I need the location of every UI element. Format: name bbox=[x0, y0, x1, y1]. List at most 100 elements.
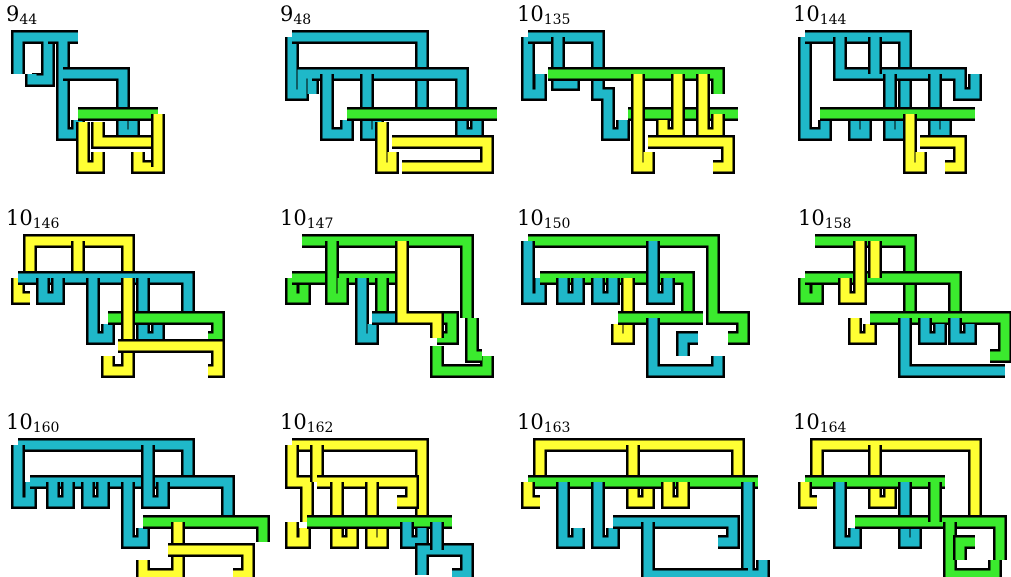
knot-diagram-k10_135 bbox=[521, 30, 738, 174]
band-fill bbox=[523, 482, 540, 507]
band-fill bbox=[377, 278, 457, 343]
band-fill bbox=[528, 236, 748, 343]
knot-diagram-k9_44 bbox=[11, 30, 165, 174]
band-fill bbox=[800, 482, 817, 507]
knot-crossing-number: 10 bbox=[280, 206, 307, 230]
band-fill bbox=[905, 114, 925, 172]
band-fill bbox=[800, 278, 822, 303]
band-fill bbox=[417, 545, 472, 577]
knot-table-index: 160 bbox=[32, 420, 60, 436]
band-fill bbox=[900, 482, 920, 547]
band-fill bbox=[593, 278, 618, 303]
knot-table-index: 163 bbox=[543, 420, 571, 436]
band-fill bbox=[138, 278, 163, 343]
band-fill bbox=[955, 537, 975, 560]
knot-label-k10_164: 10164 bbox=[793, 410, 847, 436]
band-fill bbox=[168, 545, 253, 577]
band-fill bbox=[698, 74, 723, 139]
band-fill bbox=[628, 445, 653, 507]
band-fill bbox=[108, 313, 223, 343]
band-fill bbox=[930, 74, 950, 139]
band-fill bbox=[613, 517, 738, 547]
band-fill bbox=[287, 37, 317, 99]
band-fill bbox=[78, 122, 103, 172]
band-fill bbox=[118, 341, 223, 376]
band-fill bbox=[840, 241, 865, 303]
knot-crossing-number: 9 bbox=[6, 2, 20, 26]
band-outline bbox=[312, 67, 484, 141]
knot-label-k10_147: 10147 bbox=[280, 206, 333, 232]
band-fill bbox=[558, 278, 583, 303]
knot-crossing-number: 10 bbox=[517, 2, 544, 26]
knot-table-index: 146 bbox=[32, 216, 60, 232]
knot-label-k10_150: 10150 bbox=[517, 206, 571, 232]
knot-table-index: 164 bbox=[819, 420, 847, 436]
band-fill bbox=[367, 482, 387, 547]
knot-label-k10_135: 10135 bbox=[517, 2, 571, 28]
band-fill bbox=[835, 37, 980, 99]
band-fill bbox=[648, 241, 673, 303]
knot-crossing-number: 10 bbox=[793, 410, 820, 434]
band-fill bbox=[870, 445, 895, 507]
band-fill bbox=[322, 74, 352, 139]
band-fill bbox=[613, 278, 633, 343]
knot-diagram-k10_144 bbox=[798, 30, 982, 174]
band-fill bbox=[850, 318, 875, 343]
band-fill bbox=[633, 74, 653, 172]
band-fill bbox=[528, 32, 628, 139]
knot-table-index: 162 bbox=[306, 420, 334, 436]
band-fill bbox=[920, 137, 965, 172]
band-fill bbox=[920, 318, 945, 343]
knot-diagram-k10_163 bbox=[521, 438, 770, 577]
band-fill bbox=[13, 445, 35, 507]
band-fill bbox=[663, 482, 688, 507]
band-fill bbox=[13, 32, 53, 85]
knot-table-index: 158 bbox=[824, 216, 852, 232]
knot-label-k10_162: 10162 bbox=[280, 412, 334, 436]
band-fill bbox=[292, 32, 427, 114]
band-fill bbox=[123, 482, 148, 547]
knot-crossing-number: 10 bbox=[6, 410, 33, 434]
band-fill bbox=[812, 440, 980, 522]
band-fill bbox=[523, 37, 545, 99]
knot-crossing-number: 10 bbox=[798, 206, 825, 230]
band-fill bbox=[800, 37, 830, 139]
band-fill bbox=[63, 69, 138, 139]
band-fill bbox=[432, 346, 492, 376]
knot-table-index: 150 bbox=[543, 216, 571, 232]
knot-diagram-k10_160 bbox=[11, 438, 270, 577]
knot-table-index: 48 bbox=[293, 12, 312, 28]
band-fill bbox=[835, 482, 860, 547]
band-fill bbox=[83, 482, 108, 507]
band-fill bbox=[377, 122, 397, 172]
band-fill bbox=[38, 278, 63, 303]
knot-table-index: 144 bbox=[819, 12, 847, 28]
band-fill bbox=[88, 278, 113, 343]
knot-crossing-number: 10 bbox=[517, 206, 544, 230]
band-fill bbox=[287, 522, 309, 547]
band-fill bbox=[18, 273, 193, 318]
band-fill bbox=[48, 482, 73, 507]
knot-table-index: 135 bbox=[543, 12, 571, 28]
band-fill bbox=[945, 522, 1000, 577]
band-fill bbox=[648, 137, 733, 172]
band-fill bbox=[643, 522, 748, 577]
band-fill bbox=[467, 318, 482, 361]
band-fill bbox=[143, 517, 268, 542]
band-fill bbox=[397, 241, 442, 338]
knot-diagram-k10_150 bbox=[521, 234, 750, 378]
knot-crossing-number: 10 bbox=[6, 206, 33, 230]
band-fill bbox=[548, 69, 723, 94]
band-fill bbox=[900, 318, 1005, 376]
band-fill bbox=[950, 318, 975, 343]
knot-label-k9_44: 944 bbox=[6, 2, 38, 28]
band-fill bbox=[648, 318, 723, 376]
band-fill bbox=[815, 236, 915, 318]
knot-label-k10_160: 10160 bbox=[6, 410, 60, 436]
knot-label-k10_163: 10163 bbox=[517, 412, 571, 436]
band-fill bbox=[292, 440, 427, 522]
band-fill bbox=[332, 482, 357, 547]
knot-table-index: 44 bbox=[19, 12, 38, 28]
band-fill bbox=[18, 440, 193, 482]
